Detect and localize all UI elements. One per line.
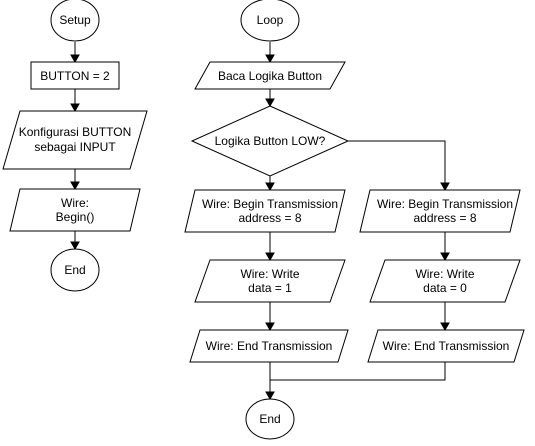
loop-start-label: Loop <box>257 13 284 27</box>
yes-begin-tx-io-node <box>184 189 346 233</box>
wire-begin-label-line2: Begin() <box>56 210 95 224</box>
no-end-tx-label: Wire: End Transmission <box>383 339 510 353</box>
config-label-line1: Konfigurasi BUTTON <box>19 125 131 139</box>
no-write-io-node <box>369 259 521 303</box>
arrowhead <box>265 54 275 64</box>
no-write-label-line1: Wire: Write <box>415 267 474 281</box>
arrowhead <box>70 241 80 251</box>
yes-write-label-line2: data = 1 <box>248 281 292 295</box>
yes-write-label-line1: Wire: Write <box>240 267 299 281</box>
button-assign-label: BUTTON = 2 <box>40 69 110 83</box>
arrowhead <box>265 98 275 108</box>
arrowhead <box>440 182 450 192</box>
yes-write-io-node <box>194 259 346 303</box>
setup-end-label: End <box>64 263 85 277</box>
edge-no-end-tx-merge <box>270 362 446 381</box>
no-write-label-line2: data = 0 <box>423 281 467 295</box>
loop-end-node <box>245 398 295 440</box>
loop-flow: Loop Baca Logika Button Logika Button LO… <box>184 0 525 440</box>
config-label-line2: sebagai INPUT <box>34 140 116 154</box>
arrowhead <box>265 391 275 401</box>
loop-start-node <box>240 0 300 42</box>
arrowhead <box>70 54 80 64</box>
setup-end-node <box>50 248 100 292</box>
yes-begin-tx-label-line2: address = 8 <box>238 211 301 225</box>
button-assign-node <box>30 61 120 90</box>
no-begin-tx-label-line2: address = 8 <box>413 211 476 225</box>
decision-label: Logika Button LOW? <box>215 134 326 148</box>
no-end-tx-io-node <box>367 329 525 363</box>
yes-end-tx-label: Wire: End Transmission <box>206 339 333 353</box>
read-button-io-node <box>194 61 346 90</box>
arrowhead <box>265 322 275 332</box>
wire-begin-label-line1: Wire: <box>61 196 89 210</box>
yes-begin-tx-label-line1: Wire: Begin Transmission <box>202 197 338 211</box>
loop-end-label: End <box>259 412 280 426</box>
arrowhead <box>70 103 80 113</box>
arrowhead <box>265 252 275 262</box>
arrowhead <box>70 181 80 191</box>
no-begin-tx-label-line1: Wire: Begin Transmission <box>377 197 513 211</box>
decision-node <box>190 105 350 177</box>
yes-end-tx-io-node <box>189 329 349 363</box>
no-begin-tx-io-node <box>359 189 521 233</box>
setup-start-node <box>50 0 100 42</box>
edge-decision-to-no-begin <box>348 140 446 183</box>
arrowhead <box>440 322 450 332</box>
read-button-label: Baca Logika Button <box>218 69 322 83</box>
setup-start-label: Setup <box>59 13 91 27</box>
config-io-node <box>2 110 148 170</box>
arrowhead <box>265 182 275 192</box>
setup-flow: Setup BUTTON = 2 Konfigurasi BUTTON seba… <box>2 0 148 292</box>
arrowhead <box>440 252 450 262</box>
wire-begin-io-node <box>9 188 141 232</box>
